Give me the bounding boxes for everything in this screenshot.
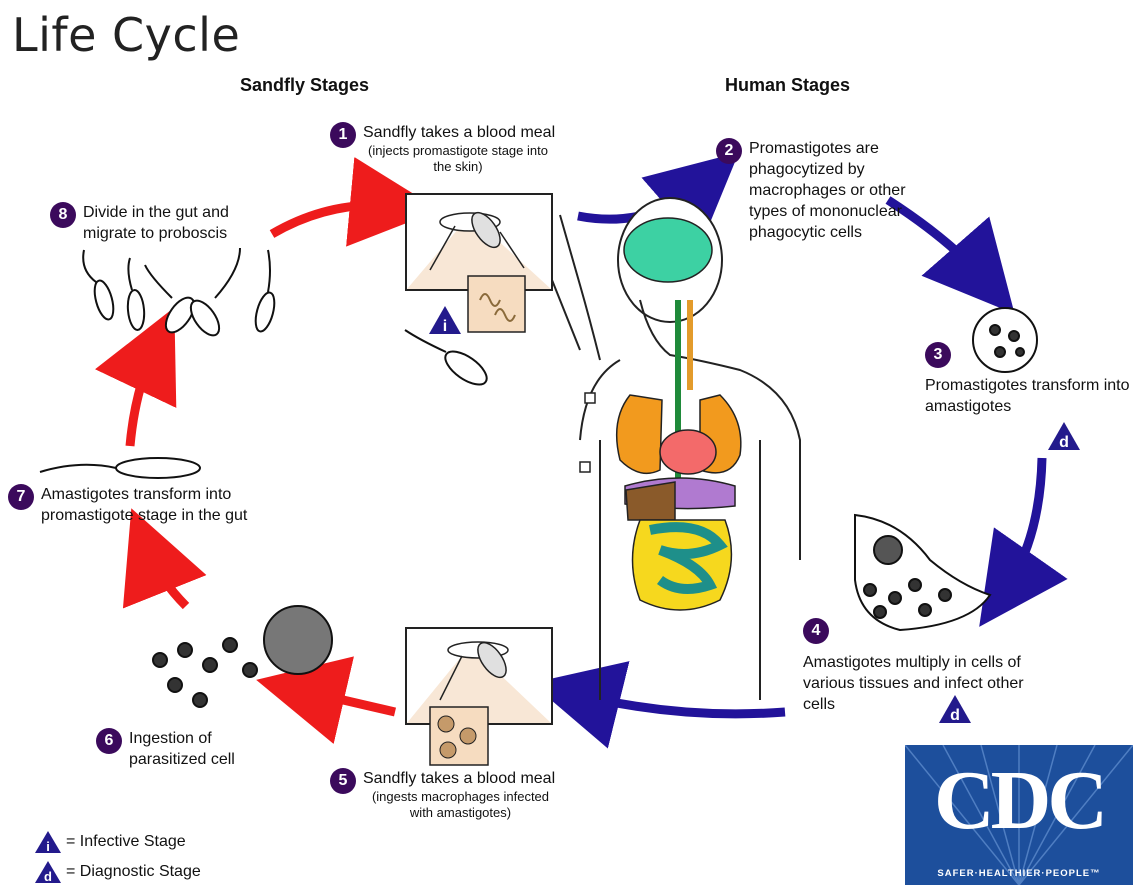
infected-cell-illustration [855, 515, 990, 630]
page-title: Life Cycle [12, 8, 240, 62]
step-3-label: Promastigotes transform into amastigotes [925, 375, 1143, 417]
diagnostic-stage-marker: d [938, 694, 972, 724]
arrow-3-to-4 [1005, 458, 1042, 590]
diagnostic-stage-icon: d [34, 860, 62, 884]
step-3: 3 [925, 342, 958, 368]
step-7: 7 Amastigotes transform into promastigot… [8, 484, 311, 526]
diagnostic-stage-marker: d [1047, 421, 1081, 451]
step-note: (injects promastigote stage into the ski… [363, 143, 553, 175]
step-label: Ingestion of parasitized cell [129, 728, 269, 770]
step-label: Divide in the gut and migrate to probosc… [83, 202, 283, 244]
step-number-badge: 3 [925, 342, 951, 368]
infective-stage-icon: i [34, 830, 62, 854]
human-stages-heading: Human Stages [725, 75, 850, 96]
step-number-badge: 4 [803, 618, 829, 644]
step-8: 8 Divide in the gut and migrate to probo… [50, 202, 283, 244]
step-4-label: Amastigotes multiply in cells of various… [803, 652, 1058, 715]
legend-infective-label: = Infective Stage [66, 833, 186, 851]
arrow-7-to-8 [130, 348, 155, 446]
legend-diagnostic-label: = Diagnostic Stage [66, 863, 201, 881]
step-number-badge: 1 [330, 122, 356, 148]
step-note: (ingests macrophages infected with amast… [363, 789, 558, 821]
step-label: Sandfly takes a blood meal [363, 124, 555, 141]
cdc-tagline: SAFER·HEALTHIER·PEOPLE™ [905, 868, 1133, 879]
infective-stage-marker: i [428, 305, 462, 335]
diagnostic-marker-letter: d [1059, 434, 1069, 451]
svg-text:i: i [46, 839, 50, 854]
legend-infective: i = Infective Stage [34, 830, 186, 854]
transforming-parasite [40, 458, 200, 478]
sandfly-panel-bottom [406, 628, 552, 765]
step-label: Promastigotes are phagocytized by macrop… [749, 138, 909, 243]
arrow-5-to-6 [300, 690, 395, 712]
step-6: 6 Ingestion of parasitized cell [96, 728, 269, 770]
arrow-4-to-5 [575, 694, 785, 714]
step-number-badge: 5 [330, 768, 356, 794]
infective-marker-letter: i [443, 318, 447, 335]
step-number-badge: 8 [50, 202, 76, 228]
step-4: 4 [803, 618, 836, 644]
legend-diagnostic: d = Diagnostic Stage [34, 860, 201, 884]
arrow-8-to-1 [272, 205, 395, 234]
step-number-badge: 7 [8, 484, 34, 510]
step-number-badge: 6 [96, 728, 122, 754]
cdc-wordmark: CDC [905, 751, 1133, 851]
step-label: Sandfly takes a blood meal [363, 770, 555, 787]
step-label: Amastigotes transform into promastigote … [41, 484, 311, 526]
human-figure [552, 198, 800, 700]
sandfly-stages-heading: Sandfly Stages [240, 75, 369, 96]
arrow-6-to-7 [148, 550, 186, 606]
step-5: 5 Sandfly takes a blood meal (ingests ma… [330, 768, 558, 821]
step-number-badge: 2 [716, 138, 742, 164]
cdc-logo: CDC SAFER·HEALTHIER·PEOPLE™ [905, 745, 1133, 885]
step-2: 2 Promastigotes are phagocytized by macr… [716, 138, 909, 243]
svg-text:d: d [44, 869, 52, 884]
macrophage-cell-illustration [973, 308, 1037, 372]
step-1: 1 Sandfly takes a blood meal (injects pr… [330, 122, 555, 175]
diagnostic-marker-letter: d [950, 707, 960, 724]
